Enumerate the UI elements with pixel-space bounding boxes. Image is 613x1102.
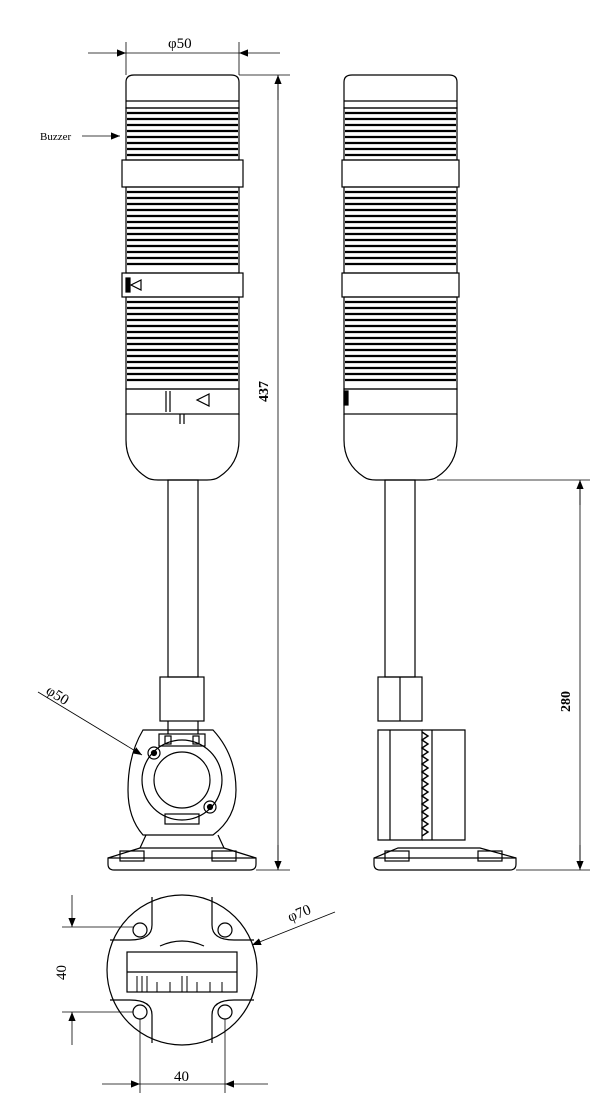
bracket-diameter-label: φ50 xyxy=(43,683,72,709)
base-plate xyxy=(373,847,517,871)
mounting-bracket xyxy=(377,729,466,841)
mount-hole-icon xyxy=(217,1004,233,1020)
total-height-dimension xyxy=(239,74,290,871)
hole-spacing-vertical-label: 40 xyxy=(54,965,70,980)
buzzer-module xyxy=(125,107,240,161)
base-body xyxy=(125,414,240,481)
base-outline xyxy=(106,894,258,1046)
base-ring xyxy=(125,388,240,415)
pole-height-label: 280 xyxy=(559,691,574,712)
arrow-mark-icon xyxy=(129,279,142,291)
top-diameter-label: φ50 xyxy=(168,36,192,52)
tier-ring xyxy=(121,272,244,298)
bracket-diameter-leader xyxy=(37,691,143,756)
mount-hole-icon xyxy=(132,1004,148,1020)
total-height-label: 437 xyxy=(257,381,272,402)
hole-spacing-horizontal-label: 40 xyxy=(174,1069,189,1085)
tier-ring xyxy=(341,272,460,298)
light-module xyxy=(125,186,240,274)
side-view xyxy=(341,74,517,871)
top-cap xyxy=(125,74,240,109)
base-diameter-leader xyxy=(251,911,336,946)
mount-hole-icon xyxy=(132,922,148,938)
top-diameter-dimension xyxy=(88,42,280,75)
pole-collar xyxy=(159,676,205,722)
top-cap xyxy=(343,74,458,109)
pole xyxy=(167,479,199,678)
screw-icon xyxy=(147,746,161,760)
buzzer-label: Buzzer xyxy=(40,131,71,143)
tier-ring xyxy=(121,159,244,188)
base-ring xyxy=(343,388,458,415)
pole xyxy=(384,479,416,678)
light-module xyxy=(343,186,458,274)
buzzer-module xyxy=(343,107,458,161)
hole-spacing-vertical-dimension xyxy=(62,895,133,1045)
mount-hole-icon xyxy=(217,922,233,938)
base-plate xyxy=(107,847,257,871)
hole-spacing-horizontal-dimension xyxy=(102,1019,268,1093)
front-view xyxy=(88,42,280,871)
pole-height-dimension xyxy=(437,479,590,871)
screw-icon xyxy=(203,800,217,814)
base-body xyxy=(343,414,458,481)
arrow-mark-icon xyxy=(195,393,210,407)
bottom-view xyxy=(106,894,258,1046)
tier-ring xyxy=(341,159,460,188)
mounting-bracket xyxy=(127,729,237,849)
